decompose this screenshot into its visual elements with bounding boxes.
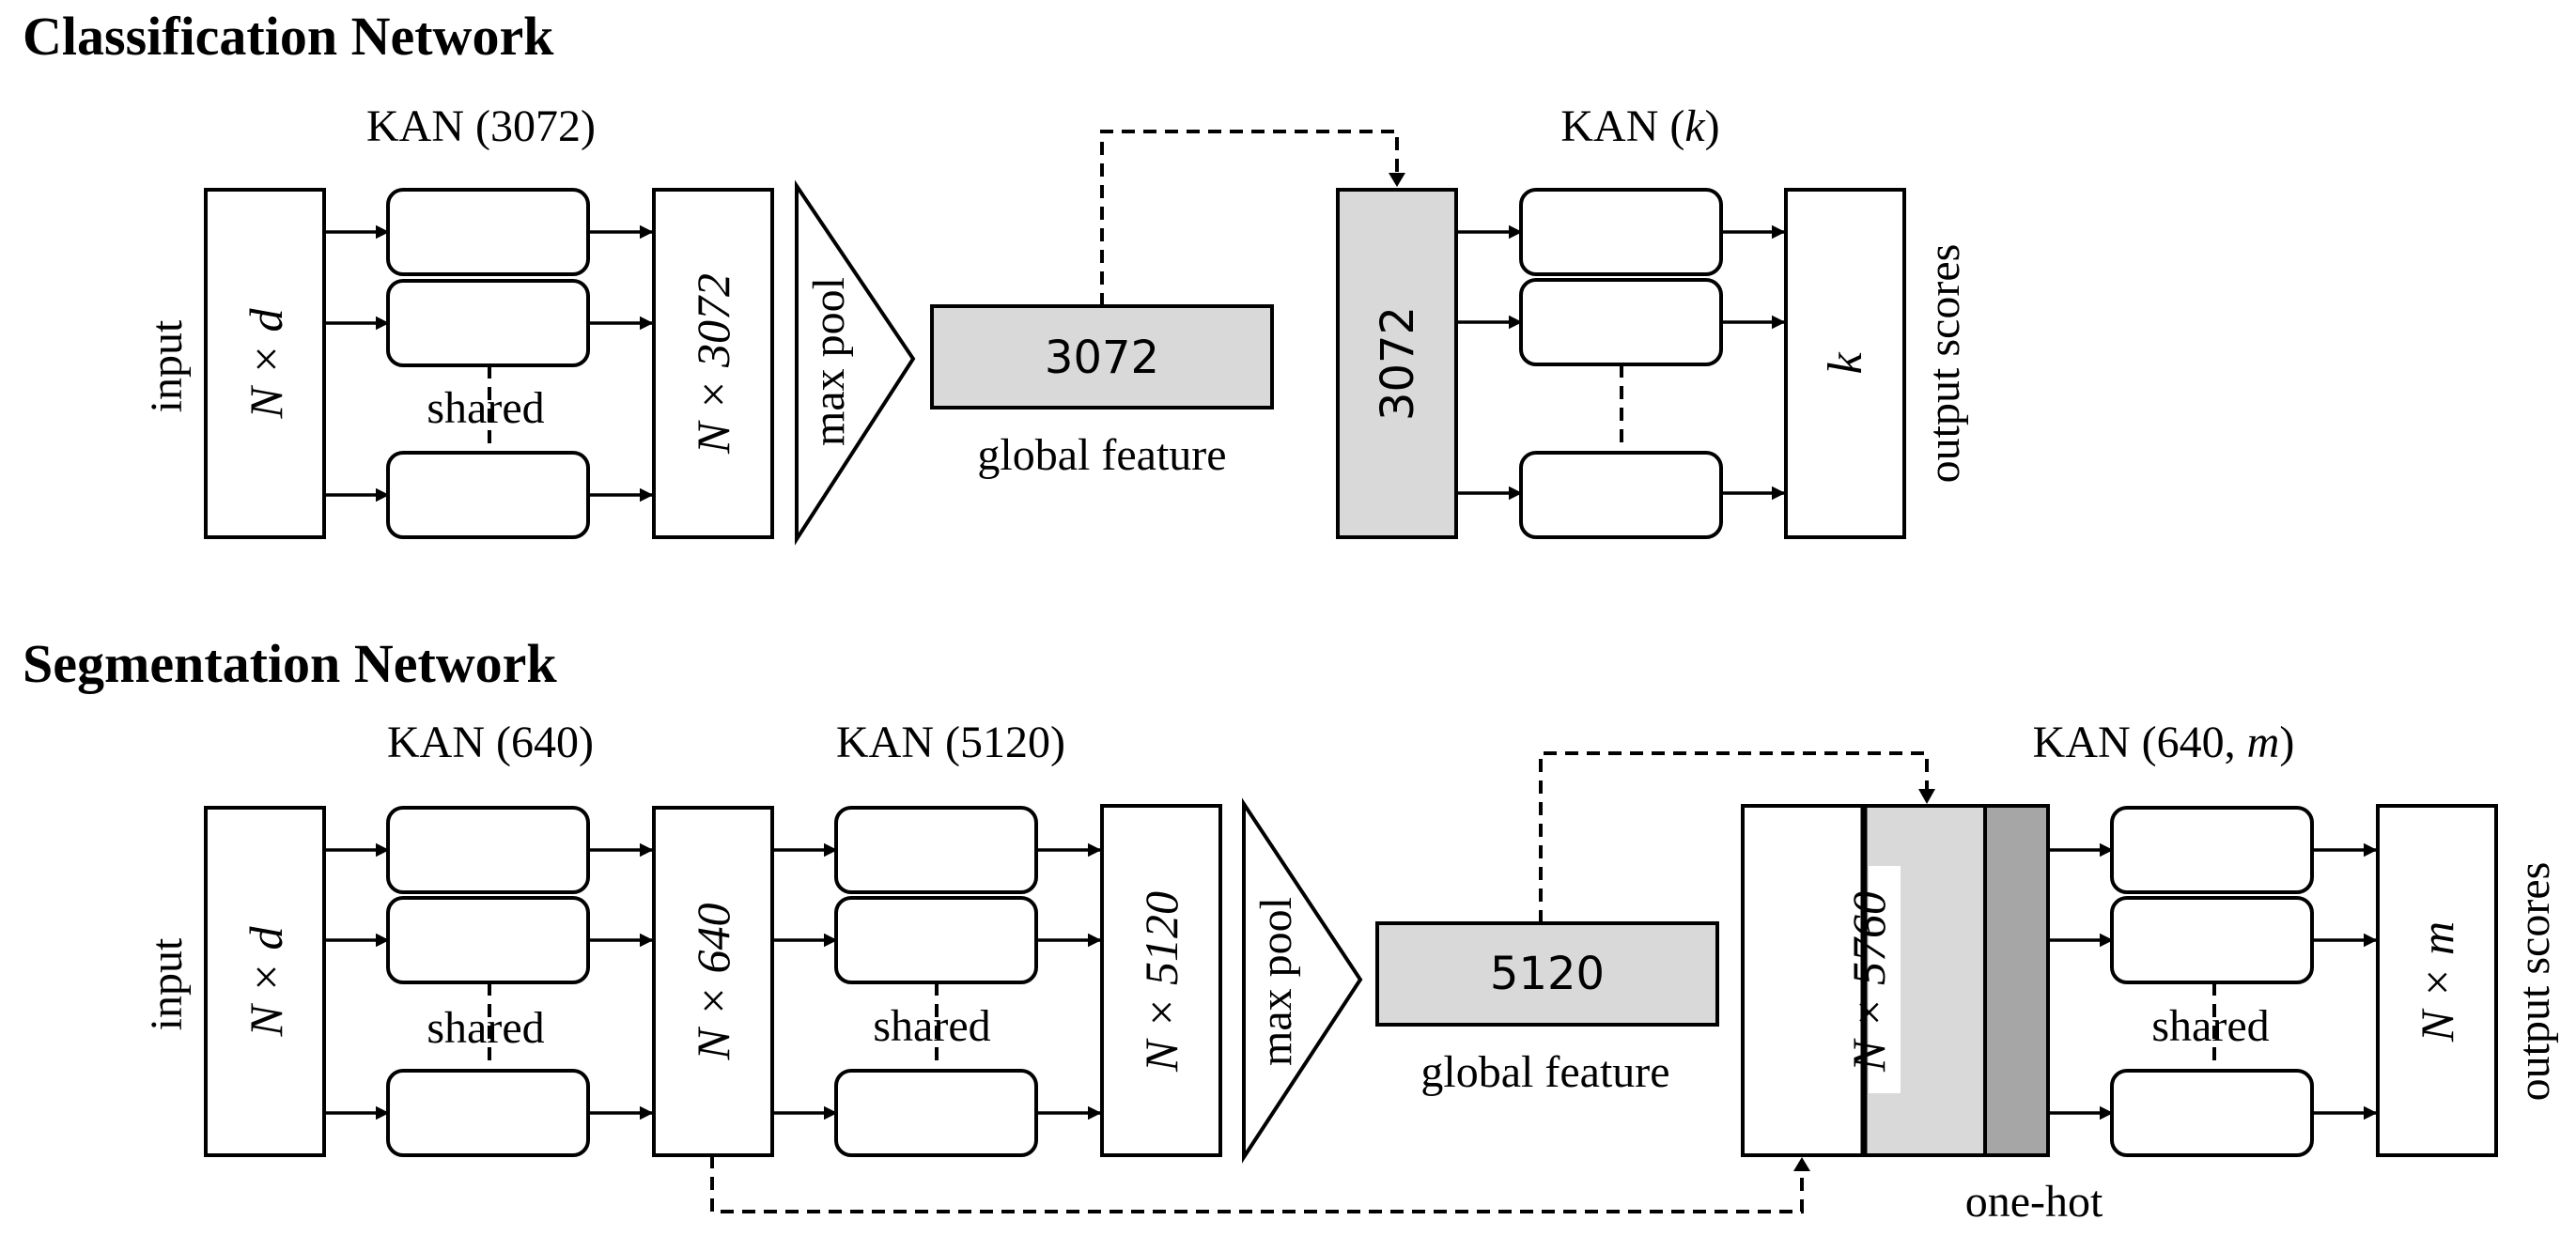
seg-kan3-unit-2 [2110, 896, 2314, 984]
seg-global-feature-box [1375, 921, 1719, 1027]
cls-input-dim: N × d [240, 307, 292, 419]
seg-input-label: input [142, 937, 192, 1030]
seg-global-label: global feature [1420, 1047, 1669, 1097]
cls-global-feature-box [930, 304, 1274, 409]
cls-maxpool-label: max pool [804, 277, 854, 446]
cls-maxpool-triangle [795, 179, 916, 546]
cls-broadcast-arrowhead [1389, 173, 1405, 187]
cls-kan-unit-3 [386, 451, 590, 539]
seg-concat-onehot-part [1983, 804, 2050, 1157]
cls-kan-k-unit-1 [1519, 188, 1723, 276]
cls-kan-k-unit-2 [1519, 278, 1723, 366]
seg-input-box [204, 806, 326, 1157]
cls-input-label: input [142, 319, 192, 412]
cls-feature-box [652, 188, 774, 539]
seg-skip-arrowhead [1793, 1157, 1810, 1171]
seg-output-label: output scores [2509, 862, 2559, 1102]
seg-skip-link [710, 1155, 1804, 1213]
seg-concat-dim: N × 5760 [1842, 891, 1895, 1073]
seg-feature1-box [652, 806, 774, 1157]
cls-output-box [1784, 188, 1906, 539]
seg-kan2-unit-2 [834, 896, 1038, 984]
seg-kan1-unit-1 [386, 806, 590, 894]
seg-kan2-unit-3 [834, 1069, 1038, 1157]
seg-kan3-shared-label: shared [2151, 1001, 2269, 1051]
cls-kan-label: KAN (3072) [366, 101, 596, 151]
seg-output-box [2376, 804, 2498, 1157]
seg-kan1-unit-2 [386, 896, 590, 984]
seg-output-dim: N × m [2411, 921, 2463, 1043]
cls-kan-k-unit-3 [1519, 451, 1723, 539]
cls-output-dim: k [1819, 352, 1872, 375]
seg-onehot-label: one-hot [1965, 1177, 2103, 1227]
cls-broadcast-box [1336, 188, 1458, 539]
classification-title: Classification Network [23, 6, 554, 67]
seg-kan2-label: KAN (5120) [836, 718, 1065, 767]
seg-kan3-unit-1 [2110, 806, 2314, 894]
seg-global-value: 5120 [1490, 948, 1605, 1000]
cls-kan-k-label: KAN (k) [1560, 101, 1719, 151]
seg-concat-outline [1741, 804, 2050, 1157]
seg-feature1-dim: N × 640 [687, 903, 739, 1060]
seg-input-dim: N × d [240, 925, 292, 1037]
cls-kan-shared-label: shared [427, 383, 544, 433]
seg-kan1-label: KAN (640) [387, 718, 594, 767]
cls-input-box [204, 188, 326, 539]
seg-feature2-box [1100, 804, 1222, 1157]
cls-kan-unit-2 [386, 279, 590, 367]
seg-broadcast-link [1539, 751, 1929, 923]
cls-broadcast-link [1100, 130, 1399, 306]
seg-kan3-label: KAN (640, m) [2033, 718, 2295, 767]
cls-global-label: global feature [977, 430, 1226, 480]
seg-feature2-dim: N × 5120 [1135, 891, 1187, 1073]
seg-maxpool-triangle [1242, 797, 1363, 1164]
segmentation-title: Segmentation Network [23, 633, 557, 694]
seg-kan3-unit-3 [2110, 1069, 2314, 1157]
cls-kan-unit-1 [386, 188, 590, 276]
seg-maxpool-label: max pool [1251, 897, 1301, 1066]
seg-broadcast-arrowhead [1918, 789, 1935, 804]
seg-kan2-unit-1 [834, 806, 1038, 894]
seg-kan1-unit-3 [386, 1069, 590, 1157]
cls-feature-dim: N × 3072 [687, 273, 739, 455]
seg-concat-label-bg [1869, 866, 1901, 1093]
segmentation-network: Segmentation Network input N × d KAN (64… [23, 633, 2559, 1227]
classification-network: Classification Network input N × d KAN (… [23, 6, 1969, 546]
cls-output-label: output scores [1919, 244, 1969, 484]
seg-kan2-shared-label: shared [873, 1001, 990, 1051]
cls-broadcast-value: 3072 [1372, 306, 1424, 421]
cls-global-value: 3072 [1045, 332, 1159, 384]
seg-kan1-shared-label: shared [427, 1003, 544, 1053]
